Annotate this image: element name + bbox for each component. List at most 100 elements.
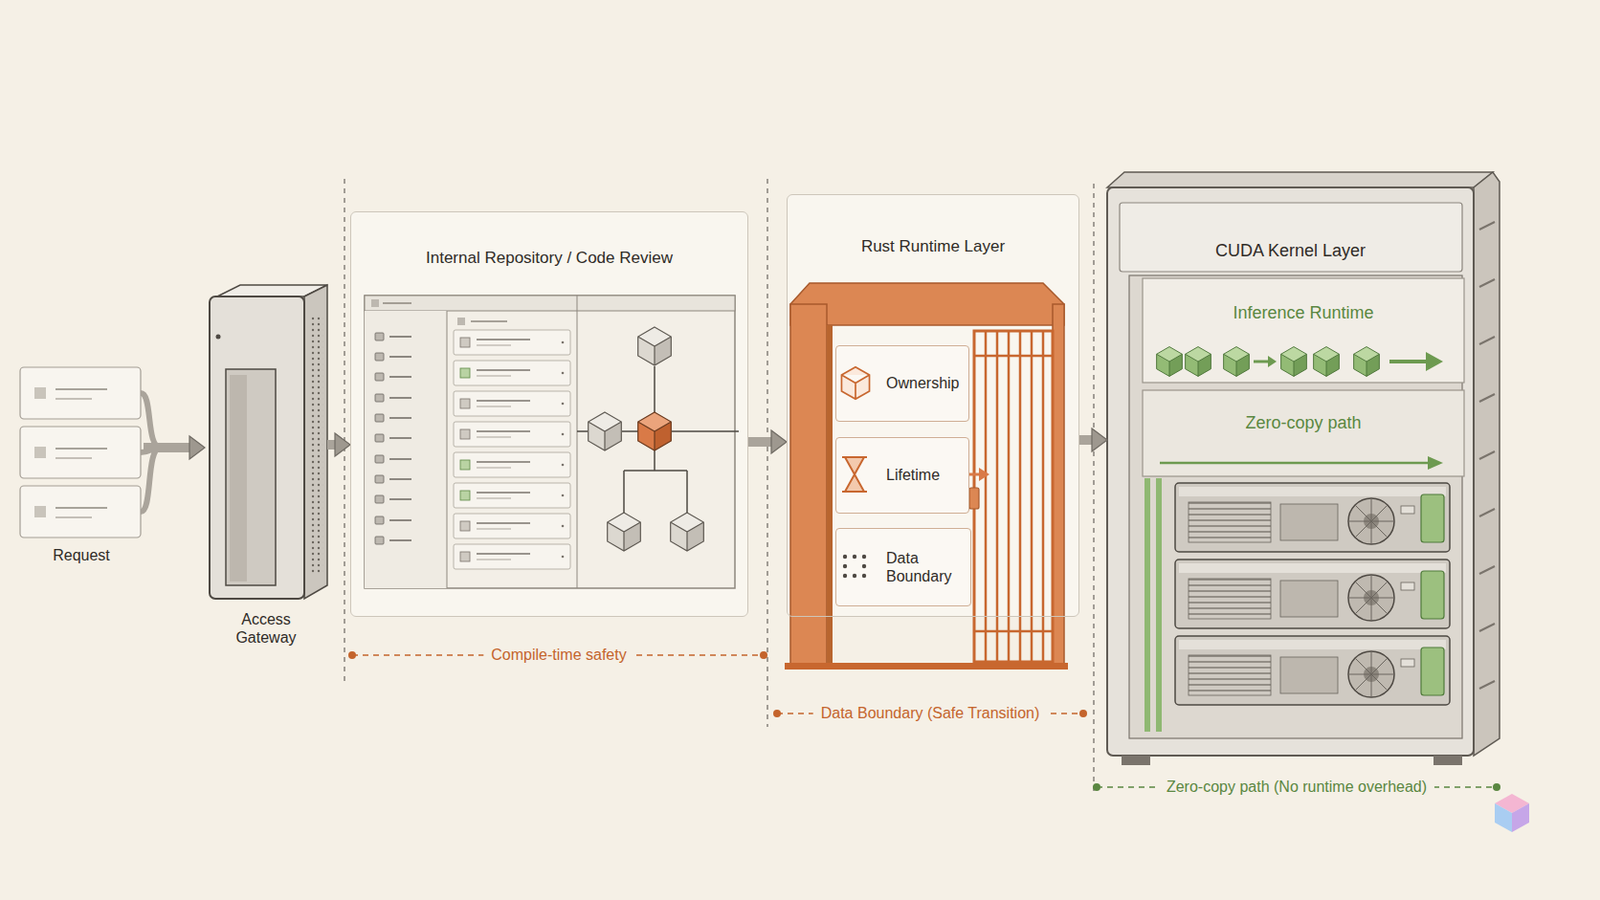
property-card-fill <box>834 344 969 422</box>
arrow-shaft <box>143 443 191 453</box>
layer-panel: Rust Runtime LayerOwnershipLifetimeData … <box>786 194 1080 618</box>
repository-window <box>375 333 412 341</box>
span-bracket <box>759 651 768 660</box>
tensor-flow <box>1427 456 1444 470</box>
request-cards <box>55 398 92 400</box>
span-bracket <box>348 651 356 660</box>
server-cabinet <box>1107 187 1474 756</box>
tensor-flow <box>1156 347 1444 470</box>
property-card-fill <box>834 344 969 606</box>
watermark-logo <box>1494 794 1530 833</box>
gateway-device <box>304 285 328 600</box>
repository-window <box>375 516 412 525</box>
request-cards <box>34 506 46 518</box>
repository-window <box>453 422 571 447</box>
property-icon <box>843 574 847 578</box>
span-label: Compile-time safety <box>483 645 634 665</box>
arrow-head <box>334 433 351 457</box>
node-label: CUDA Kernel Layer <box>1215 241 1366 263</box>
flow-arrow <box>748 430 787 454</box>
arrow-shaft <box>748 437 773 447</box>
server-cabinet <box>1175 559 1450 629</box>
flow-arrow <box>1079 428 1108 452</box>
arrow-head <box>189 436 205 460</box>
module-graph <box>638 412 672 451</box>
tensor-flow <box>1159 462 1428 466</box>
span-label: Data Boundary (Safe Transition) <box>813 704 1048 723</box>
property-card: Ownership <box>835 345 970 423</box>
module-graph <box>577 327 739 552</box>
property-card: Data Boundary <box>835 528 972 607</box>
repository-window <box>375 475 412 484</box>
layer-panel: Internal Repository / Code Review <box>350 211 749 618</box>
repository-window <box>375 495 412 504</box>
node-label: Data Boundary <box>886 549 963 586</box>
repository-window <box>364 295 735 589</box>
property-icon <box>842 456 867 459</box>
span-bracket <box>1079 710 1088 718</box>
module-graph <box>577 366 739 513</box>
node-label: Request <box>52 546 111 565</box>
request-cards <box>55 516 92 519</box>
property-icon <box>843 555 847 559</box>
arrow-head <box>1091 428 1108 452</box>
request-cards <box>20 367 141 420</box>
property-icon <box>862 574 867 578</box>
watermark-logo <box>1494 803 1512 833</box>
node-label: Lifetime <box>886 466 940 485</box>
safety-gate <box>969 488 979 510</box>
repository-window <box>453 483 571 509</box>
repository-window <box>371 299 379 308</box>
request-cards <box>55 388 108 391</box>
divider-line <box>344 178 1094 797</box>
repository-window <box>364 295 735 589</box>
request-cards <box>20 367 161 538</box>
tensor-flow <box>1253 360 1269 364</box>
node-label: Inference Runtime <box>1232 303 1374 325</box>
panel-fill <box>350 211 749 618</box>
property-icon <box>969 473 980 477</box>
request-cards <box>55 507 108 510</box>
server-cabinet <box>1144 478 1151 733</box>
span-bracket <box>1092 783 1101 792</box>
module-graph <box>607 512 642 552</box>
property-icon <box>842 490 867 493</box>
property-card: Lifetime <box>835 437 970 514</box>
runtime-band: Inference Runtime <box>1142 278 1465 383</box>
request-group: Request <box>19 363 144 577</box>
repository-window <box>375 373 412 381</box>
tensor-flow <box>1281 347 1308 378</box>
property-icon <box>978 467 990 482</box>
repository-window <box>453 391 571 417</box>
repository-window <box>364 311 447 589</box>
property-card-fill <box>834 527 969 606</box>
tensor-flow <box>1185 347 1212 378</box>
server-cabinet <box>1175 483 1450 553</box>
server-cabinet: CUDA Kernel LayerInference RuntimeZero-c… <box>1107 168 1474 756</box>
repository-window <box>457 317 466 326</box>
repository-window <box>382 302 412 305</box>
repository-window <box>453 330 571 356</box>
server-cabinet <box>1175 636 1450 706</box>
panel-fill <box>350 194 1080 618</box>
safety-gate <box>826 325 833 669</box>
gateway-device: Access Gateway <box>204 287 328 651</box>
module-graph <box>670 512 705 552</box>
request-cards <box>55 457 92 460</box>
repository-window <box>375 434 412 443</box>
repository-window <box>375 353 412 361</box>
server-cabinet <box>1107 172 1500 766</box>
safety-gate <box>974 331 1053 663</box>
span-bracket <box>1492 783 1501 792</box>
node-label: Access Gateway <box>222 610 310 647</box>
tensor-flow <box>1354 347 1380 378</box>
node-label: Zero-copy path <box>1244 413 1361 435</box>
server-cabinet <box>1433 755 1463 766</box>
arrow-shaft <box>1079 435 1093 445</box>
property-icon <box>852 555 857 559</box>
repository-window <box>453 452 571 478</box>
divider-line <box>1092 183 1094 797</box>
